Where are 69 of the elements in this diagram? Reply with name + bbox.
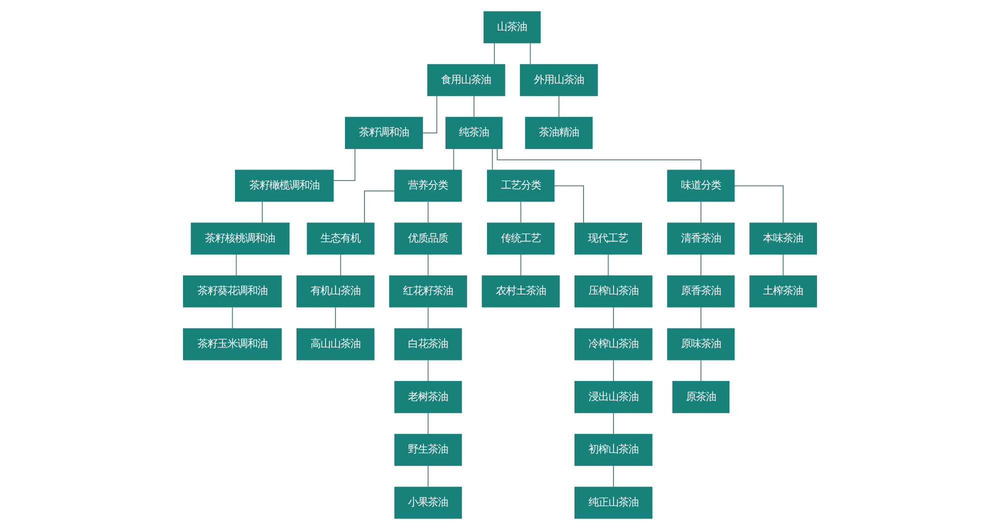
node-box: 工艺分类: [487, 170, 555, 202]
connector: [530, 42, 531, 65]
node-box: 优质品质: [394, 222, 462, 255]
node-box: 营养分类: [394, 170, 462, 202]
connector: [340, 254, 342, 276]
node-box: 原味茶油: [667, 328, 735, 360]
connector: [700, 360, 702, 382]
node-box: 初榨山茶油: [574, 434, 652, 466]
node-box: 现代工艺: [574, 222, 642, 255]
connector: [613, 360, 614, 382]
connector: [554, 185, 584, 224]
node-box: 清香茶油: [667, 222, 735, 255]
node-box: 茶油精油: [525, 116, 593, 149]
node-box: 食用山茶油: [427, 64, 506, 96]
connector: [558, 96, 560, 118]
node-box: 外用山茶油: [520, 64, 598, 96]
connector: [734, 185, 784, 224]
connector: [453, 148, 454, 170]
connector: [428, 360, 429, 382]
node-box: 红花籽茶油: [389, 275, 468, 308]
connector: [232, 306, 233, 329]
connector: [428, 412, 429, 434]
connector: [364, 190, 395, 224]
connector: [428, 465, 429, 488]
node-box: 原茶油: [672, 381, 730, 414]
connector: [520, 201, 522, 224]
connector: [700, 306, 702, 329]
node-box: 有机山茶油: [296, 275, 374, 308]
node-box: 压榨山茶油: [574, 275, 652, 308]
connector: [428, 306, 429, 329]
node-box: 土榨茶油: [749, 275, 817, 308]
node-box: 味道分类: [667, 170, 735, 202]
node-box: 茶籽橄榄调和油: [235, 170, 334, 202]
connector: [608, 254, 609, 276]
connector: [700, 201, 702, 224]
connector: [520, 254, 522, 276]
connector: [613, 465, 614, 488]
node-box: 生态有机: [306, 222, 374, 255]
connector: [332, 148, 356, 181]
node-box: 茶籽玉米调和油: [183, 328, 282, 360]
connector: [262, 201, 263, 224]
node-box: 茶籽核桃调和油: [190, 222, 290, 255]
node-box: 纯茶油: [445, 116, 503, 149]
connector: [422, 96, 438, 134]
node-box: 小果茶油: [394, 486, 462, 519]
connector: [335, 306, 336, 329]
connector: [494, 42, 495, 65]
node-box: 茶籽葵花调和油: [183, 275, 282, 308]
node-box: 野生茶油: [394, 434, 462, 466]
connector: [700, 254, 702, 276]
connector: [613, 306, 614, 329]
node-box: 山茶油: [484, 11, 541, 44]
node-box: 本味茶油: [749, 222, 817, 255]
node-box: 冷榨山茶油: [574, 328, 652, 360]
connector: [782, 254, 784, 276]
connector: [236, 254, 237, 276]
connector: [428, 201, 429, 224]
node-box: 白花茶油: [394, 328, 462, 360]
node-box: 原香茶油: [667, 275, 735, 308]
node-box: 浸出山茶油: [574, 381, 652, 414]
connector: [613, 412, 614, 434]
node-box: 传统工艺: [487, 222, 555, 255]
node-box: 高山山茶油: [296, 328, 374, 360]
node-box: 茶籽调和油: [344, 116, 423, 149]
connector: [428, 254, 429, 276]
node-box: 老树茶油: [394, 381, 462, 414]
node-box: 农村土茶油: [482, 275, 560, 308]
node-box: 纯正山茶油: [574, 486, 652, 519]
connector: [492, 148, 493, 170]
